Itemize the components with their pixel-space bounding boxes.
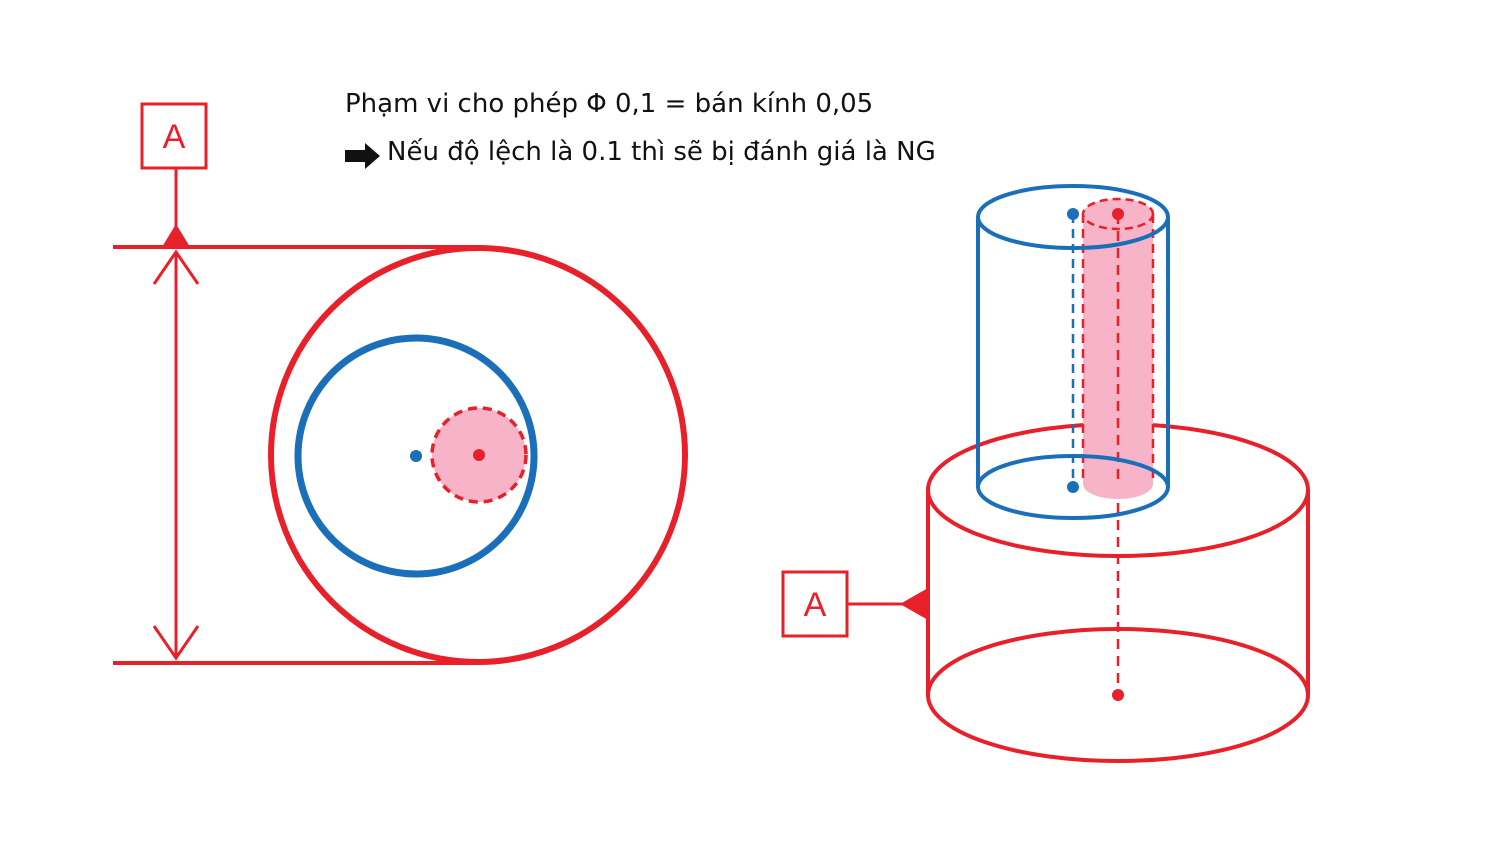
right-arrow-icon <box>345 138 381 169</box>
caption-line-2: Nếu độ lệch là 0.1 thì sẽ bị đánh giá là… <box>345 128 936 176</box>
datum-outer-circle <box>268 245 688 665</box>
datum-axis-bottom-point <box>1112 689 1124 701</box>
datum-center-point <box>473 449 485 461</box>
datum-label-left: A <box>163 118 186 156</box>
dimension-arrow-top <box>152 249 200 285</box>
shaft-axis-bottom-point <box>1067 481 1079 493</box>
shaft-center-point <box>410 450 422 462</box>
datum-triangle-right <box>900 588 928 620</box>
caption-line-1: Phạm vi cho phép Φ 0,1 = bán kính 0,05 <box>345 80 936 128</box>
datum-label-right: A <box>804 586 827 624</box>
isometric-view: A <box>781 184 1310 763</box>
caption-text-1: Phạm vi cho phép Φ 0,1 = bán kính 0,05 <box>345 89 874 119</box>
front-view: A <box>113 102 688 665</box>
datum-triangle-left <box>162 224 190 247</box>
datum-box-right: A <box>781 570 849 638</box>
datum-axis-top-point <box>1112 208 1124 220</box>
tolerance-zone-bottom <box>1083 469 1153 499</box>
datum-box-left: A <box>140 102 208 170</box>
shaft-axis-top-point <box>1067 208 1079 220</box>
dimension-arrow-bottom <box>152 625 200 661</box>
caption-text-2: Nếu độ lệch là 0.1 thì sẽ bị đánh giá là… <box>387 137 936 167</box>
shaft-circle <box>294 334 538 578</box>
caption: Phạm vi cho phép Φ 0,1 = bán kính 0,05 N… <box>345 80 936 176</box>
